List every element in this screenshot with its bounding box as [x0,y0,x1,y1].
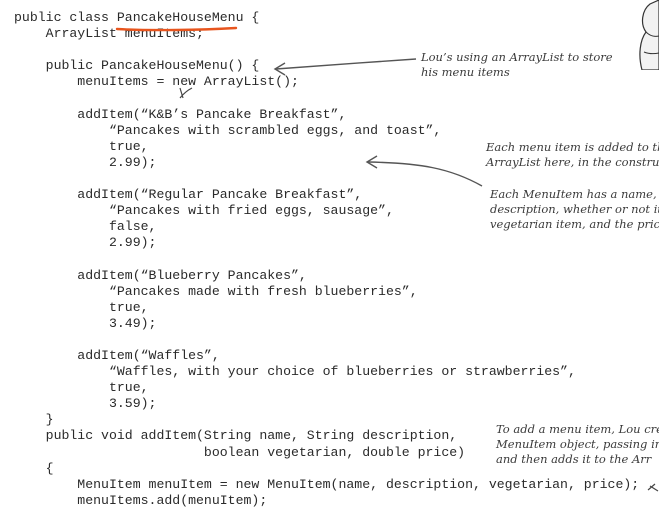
code-line: { [14,460,54,476]
code-line: true, [14,380,149,396]
code-line: addItem(“Waffles”, [14,347,220,363]
code-line: addItem(“K&B’s Pancake Breakfast”, [14,106,347,122]
annotation-line: and then adds it to the Arr [496,452,652,466]
chef-illustration [636,0,659,71]
annotation-line: his menu items [421,65,510,79]
code-line: true, [14,299,149,315]
arrow-head-icon [273,62,286,76]
arrow-to-constructor [275,58,417,70]
annotation-line: Lou’s using an ArrayList to store [421,50,613,64]
annotation-line: To add a menu item, Lou crea [496,422,659,436]
added-annotation: Each menu item is added to the ArrayList… [486,140,659,170]
code-line: 2.99); [14,154,157,170]
additem-annotation: To add a menu item, Lou crea MenuItem ob… [496,422,659,467]
code-line: “Waffles, with your choice of blueberrie… [14,364,576,380]
code-line: “Pancakes made with fresh blueberries”, [14,283,418,299]
annotation-line: ArrayList here, in the construc [486,155,659,169]
code-line: } [14,412,54,428]
arrow-to-additem [367,161,483,187]
class-name-underline [115,26,238,32]
code-line: public void addItem(String name, String … [14,428,458,444]
annotation-line: Each MenuItem has a name, a [490,187,659,201]
arrow-head-icon [365,155,378,169]
code-line: true, [14,138,149,154]
code-line: MenuItem menuItem = new MenuItem(name, d… [14,476,640,492]
code-line: 3.49); [14,315,157,331]
annotation-line: vegetarian item, and the price [490,217,659,231]
annotation-line: description, whether or not it [490,202,659,216]
pencil-mark-icon [647,483,659,492]
code-line: public class PancakeHouseMenu { [14,10,260,25]
annotation-line: MenuItem object, passing in e [496,437,659,451]
code-line: 2.99); [14,235,157,251]
pencil-mark-icon [179,87,193,99]
code-listing: public class PancakeHouseMenu { ArrayLis… [14,10,639,509]
code-line: menuItems.add(menuItem); [14,492,268,508]
code-line: boolean vegetarian, double price) [14,444,466,460]
code-line: false, [14,219,157,235]
code-line: addItem(“Blueberry Pancakes”, [14,267,307,283]
annotation-line: Each menu item is added to the [486,140,659,154]
code-line: addItem(“Regular Pancake Breakfast”, [14,187,363,203]
code-line: public PancakeHouseMenu() { [14,58,260,74]
code-line: menuItems = new ArrayList(); [14,74,299,90]
menuitem-annotation: Each MenuItem has a name, a description,… [490,187,659,232]
arraylist-annotation: Lou’s using an ArrayList to store his me… [421,50,613,80]
code-line: “Pancakes with scrambled eggs, and toast… [14,122,442,138]
code-line: “Pancakes with fried eggs, sausage”, [14,203,394,219]
code-line: 3.59); [14,396,157,412]
